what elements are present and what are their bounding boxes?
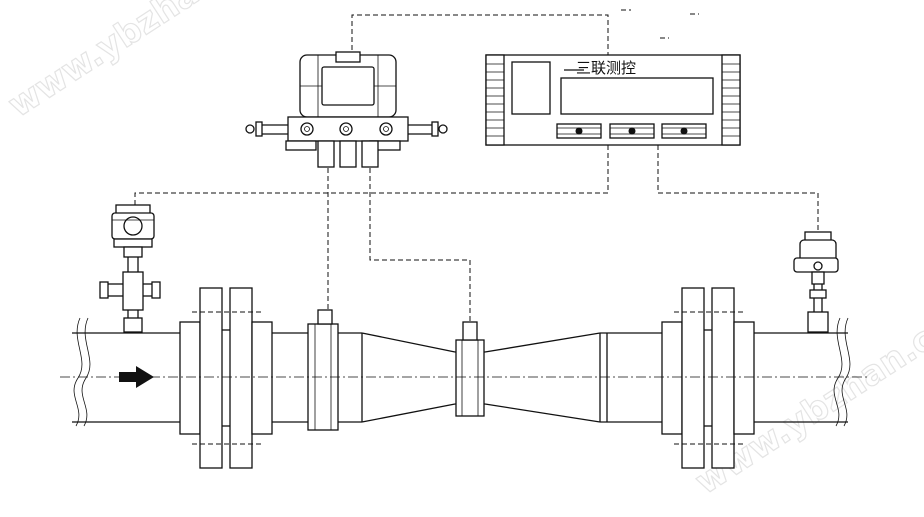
pipeline	[60, 287, 870, 469]
flow-calculator: 三联测控	[485, 54, 741, 146]
calculator-small-window	[511, 61, 551, 115]
calculator-title: 三联测控	[576, 59, 636, 77]
signal-wiring	[134, 9, 819, 322]
calculator-display-window	[560, 77, 714, 115]
temperature-transmitter	[793, 231, 839, 333]
watermark-top-left: www.ybzhan.com	[1, 0, 303, 126]
dp-transmitter	[245, 51, 448, 168]
flow-arrow-icon	[119, 366, 154, 388]
pressure-transmitter	[99, 204, 161, 333]
